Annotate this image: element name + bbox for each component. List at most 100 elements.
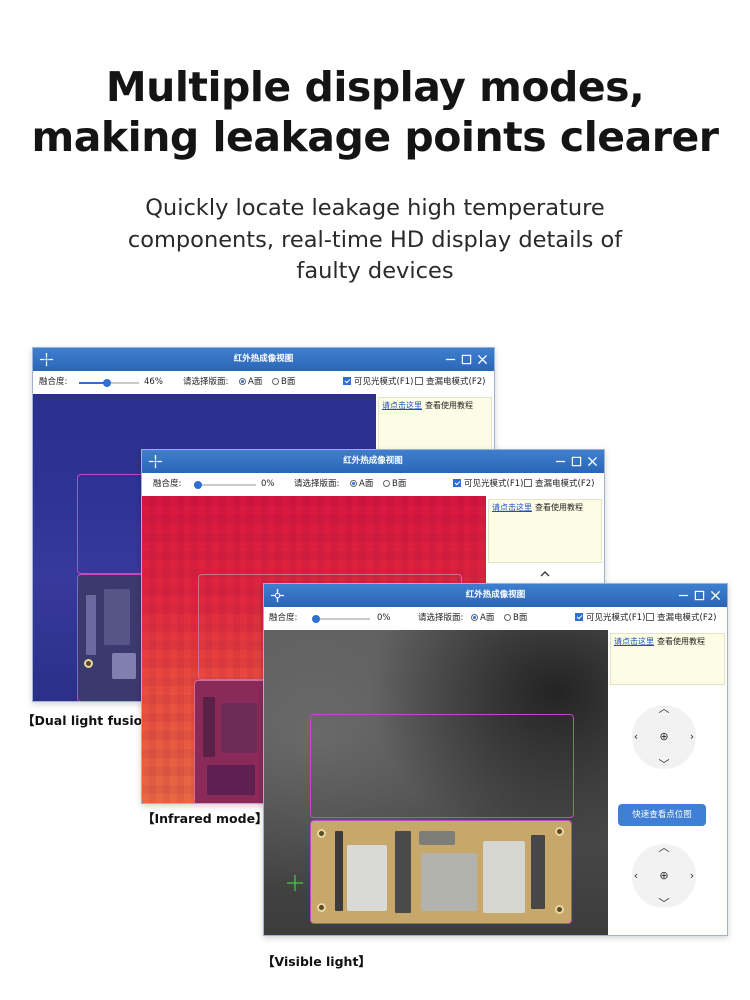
pcb-board [194,680,266,803]
maximize-icon[interactable] [571,456,582,467]
side-b-label: B面 [513,613,528,623]
side-a-radio[interactable]: A面 [239,371,262,394]
board-outline [310,714,574,818]
toolbar: 融合度: 0% 请选择版面: A面 B面 可见光模式(F1) 查漏电模式(F2) [264,607,727,630]
side-b-radio[interactable]: B面 [272,371,295,394]
minimize-icon[interactable] [445,354,456,365]
board-outline [77,474,147,574]
side-panel: 请点击这里查看使用教程 ︿ ‹ ⊕ › ﹀ 快速查看点位图 ︿ ‹ ⊕ › ﹀ [608,630,727,935]
chevron-up-icon[interactable]: ︿ [658,702,670,715]
titlebar[interactable]: 红外热成像视图 [142,450,604,473]
side-b-label: B面 [392,479,407,489]
chevron-left-icon[interactable]: ‹ [633,869,639,882]
pcb-board [77,574,147,701]
navigation-pad-top: ︿ ‹ ⊕ › ﹀ [624,697,704,777]
hero-subtitle-line-1: Quickly locate leakage high temperature [145,195,605,221]
side-a-radio[interactable]: A面 [471,607,494,630]
side-b-radio[interactable]: B面 [383,473,406,496]
close-icon[interactable] [710,590,721,601]
window-title: 红外热成像视图 [343,456,403,466]
quick-view-point-map-button[interactable]: 快速查看点位图 [618,804,706,826]
chevron-down-icon[interactable]: ﹀ [658,897,670,910]
hero-subtitle-line-2: components, real-time HD display details… [127,226,623,253]
side-b-label: B面 [281,377,296,387]
close-icon[interactable] [477,354,488,365]
center-target-icon[interactable]: ⊕ [659,869,669,882]
caption-visible-light: 【Visible light】 [262,954,371,969]
side-a-label: A面 [480,613,495,623]
minimize-icon[interactable] [555,456,566,467]
side-label: 请选择版面: [418,613,464,623]
leak-mode-checkbox[interactable]: 查漏电模式(F2) [415,371,485,394]
hero-title-line-1: Multiple display modes, [105,63,645,111]
blend-value: 0% [377,613,391,623]
visible-mode-checkbox[interactable]: 可见光模式(F1) [575,607,645,630]
chevron-right-icon[interactable]: › [689,869,695,882]
close-icon[interactable] [587,456,598,467]
help-text: 查看使用教程 [425,401,473,410]
chevron-left-icon[interactable]: ‹ [633,730,639,743]
blend-label: 融合度: [39,377,68,387]
navigation-pad-bottom: ︿ ‹ ⊕ › ﹀ [624,836,704,916]
help-text: 查看使用教程 [535,503,583,512]
crosshair-icon [148,454,163,469]
side-a-label: A面 [248,377,263,387]
blend-slider[interactable] [194,481,256,489]
blend-slider[interactable] [312,615,370,623]
slider-knob[interactable] [194,481,202,489]
visible-mode-checkbox[interactable]: 可见光模式(F1) [343,371,413,394]
crosshair-marker-icon [286,874,304,892]
crosshair-icon [270,588,285,603]
help-text: 查看使用教程 [657,637,705,646]
pcb-board [310,820,572,924]
help-box: 请点击这里查看使用教程 [488,499,602,563]
maximize-icon[interactable] [694,590,705,601]
chevron-right-icon[interactable]: › [689,730,695,743]
hero-subtitle: Quickly locate leakage high temperature … [100,193,650,288]
minimize-icon[interactable] [678,590,689,601]
caption-infrared-mode: 【Infrared mode】 [142,811,268,826]
help-link[interactable]: 请点击这里 [382,401,422,410]
chevron-up-icon[interactable]: ︿ [658,841,670,854]
titlebar[interactable]: 红外热成像视图 [264,584,727,607]
slider-knob[interactable] [312,615,320,623]
side-a-radio[interactable]: A面 [350,473,373,496]
toolbar: 融合度: 0% 请选择版面: A面 B面 可见光模式(F1) 查漏电模式(F2) [142,473,604,496]
maximize-icon[interactable] [461,354,472,365]
blend-label: 融合度: [269,613,298,623]
help-link[interactable]: 请点击这里 [614,637,654,646]
side-label: 请选择版面: [183,377,229,387]
hero-title: Multiple display modes, making leakage p… [0,62,750,162]
visible-light-view[interactable] [264,630,608,935]
crosshair-icon [39,352,54,367]
blend-value: 0% [261,479,275,489]
blend-label: 融合度: [153,479,182,489]
visible-light-window: 红外热成像视图 融合度: 0% 请选择版面: A面 B面 可见光模式(F1) 查… [263,583,728,936]
chevron-up-icon[interactable] [539,568,551,580]
hero-title-line-2: making leakage points clearer [31,113,719,161]
center-target-icon[interactable]: ⊕ [659,730,669,743]
blend-value: 46% [144,377,163,387]
window-title: 红外热成像视图 [465,590,526,600]
side-label: 请选择版面: [294,479,340,489]
titlebar[interactable]: 红外热成像视图 [33,348,494,371]
slider-knob[interactable] [102,379,111,387]
visible-mode-label: 可见光模式(F1) [586,613,646,623]
chevron-down-icon[interactable]: ﹀ [658,758,670,771]
toolbar: 融合度: 46% 请选择版面: A面 B面 可见光模式(F1) 查漏电模式(F2… [33,371,494,394]
visible-mode-label: 可见光模式(F1) [464,479,524,489]
help-link[interactable]: 请点击这里 [492,503,532,512]
side-a-label: A面 [359,479,374,489]
visible-mode-label: 可见光模式(F1) [354,377,414,387]
leak-mode-label: 查漏电模式(F2) [426,377,486,387]
leak-mode-checkbox[interactable]: 查漏电模式(F2) [524,473,594,496]
side-b-radio[interactable]: B面 [504,607,527,630]
leak-mode-checkbox[interactable]: 查漏电模式(F2) [646,607,716,630]
visible-mode-checkbox[interactable]: 可见光模式(F1) [453,473,523,496]
leak-mode-label: 查漏电模式(F2) [657,613,717,623]
blend-slider[interactable] [79,379,139,387]
hero-subtitle-line-3: faulty devices [296,258,454,284]
window-title: 红外热成像视图 [233,354,294,364]
help-box: 请点击这里查看使用教程 [610,633,725,685]
leak-mode-label: 查漏电模式(F2) [535,479,595,489]
